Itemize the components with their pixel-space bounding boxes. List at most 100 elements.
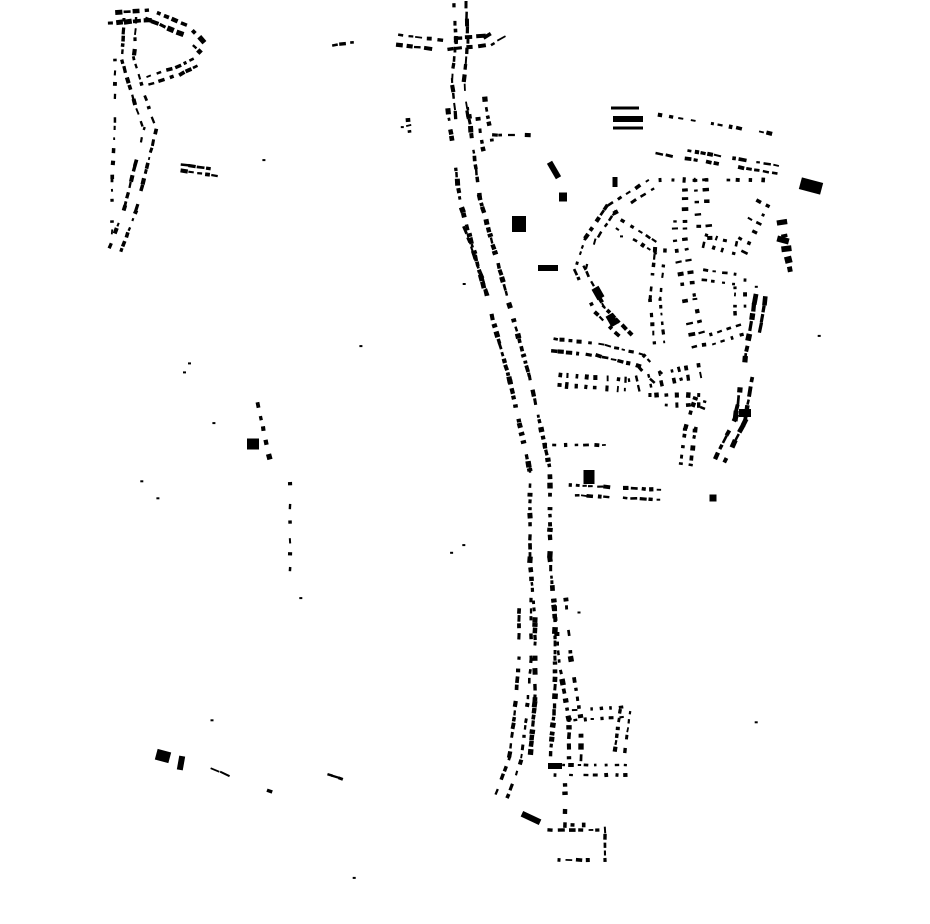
building (657, 370, 662, 377)
building (761, 305, 766, 313)
building (712, 270, 716, 273)
building (112, 227, 119, 235)
building (682, 433, 687, 438)
building (547, 534, 553, 541)
building (721, 281, 726, 284)
building (490, 243, 497, 251)
building (486, 121, 492, 127)
building (125, 191, 130, 199)
building (445, 107, 452, 115)
building (528, 669, 532, 674)
building (697, 393, 701, 397)
building (158, 22, 167, 29)
building (762, 169, 770, 174)
building (485, 226, 492, 233)
building (462, 225, 468, 235)
building (533, 398, 538, 406)
building (524, 132, 531, 138)
building (499, 276, 506, 284)
building (604, 763, 608, 767)
building (713, 451, 720, 461)
building (575, 483, 580, 487)
building (588, 226, 595, 232)
building (684, 247, 689, 251)
building (722, 457, 729, 464)
building (131, 48, 137, 56)
building (700, 150, 706, 156)
building (111, 148, 116, 154)
building (668, 114, 674, 119)
building (689, 280, 695, 285)
building (120, 43, 125, 47)
building (258, 415, 263, 421)
building (546, 160, 562, 180)
building (475, 261, 480, 269)
building (711, 245, 716, 251)
building (128, 181, 132, 189)
building (623, 387, 626, 392)
building (817, 334, 821, 337)
building (707, 235, 713, 240)
building (597, 485, 604, 488)
building (685, 392, 691, 398)
building (588, 341, 592, 345)
building (523, 724, 527, 730)
building (682, 188, 688, 192)
building (505, 793, 511, 799)
building (566, 743, 572, 750)
building (603, 850, 607, 856)
building (553, 337, 559, 341)
building (527, 677, 531, 684)
building (701, 241, 706, 249)
building (659, 304, 663, 309)
building (658, 298, 662, 301)
building (694, 308, 700, 314)
building (747, 386, 753, 397)
building (113, 58, 117, 62)
building (660, 312, 663, 316)
building (205, 166, 211, 171)
building (705, 159, 712, 165)
building (150, 139, 156, 147)
building (758, 130, 765, 134)
building (765, 130, 773, 136)
building (566, 372, 569, 379)
building (110, 188, 114, 192)
building (516, 422, 523, 429)
building (583, 717, 588, 722)
building (692, 178, 698, 182)
building (476, 269, 482, 274)
building (464, 34, 473, 40)
building (577, 713, 584, 719)
building (532, 607, 536, 612)
building (564, 605, 569, 610)
buildings-layer (107, 0, 824, 879)
building (661, 329, 666, 335)
building (697, 402, 701, 408)
building (490, 42, 496, 47)
building (737, 236, 743, 241)
building (683, 365, 689, 371)
building (462, 544, 466, 547)
building (174, 63, 182, 70)
building (576, 276, 581, 281)
building (188, 57, 195, 62)
building (735, 323, 742, 328)
building (176, 755, 186, 771)
building (143, 94, 149, 102)
building (625, 190, 631, 196)
building (447, 117, 451, 122)
building (529, 657, 533, 664)
building (616, 358, 624, 364)
building (548, 513, 552, 518)
building (540, 435, 546, 440)
building (112, 81, 117, 86)
building (574, 383, 578, 389)
building (624, 734, 629, 740)
building (299, 597, 303, 600)
building (763, 162, 772, 166)
building (734, 404, 740, 412)
building (518, 431, 525, 437)
building (603, 222, 609, 228)
building (722, 238, 728, 243)
